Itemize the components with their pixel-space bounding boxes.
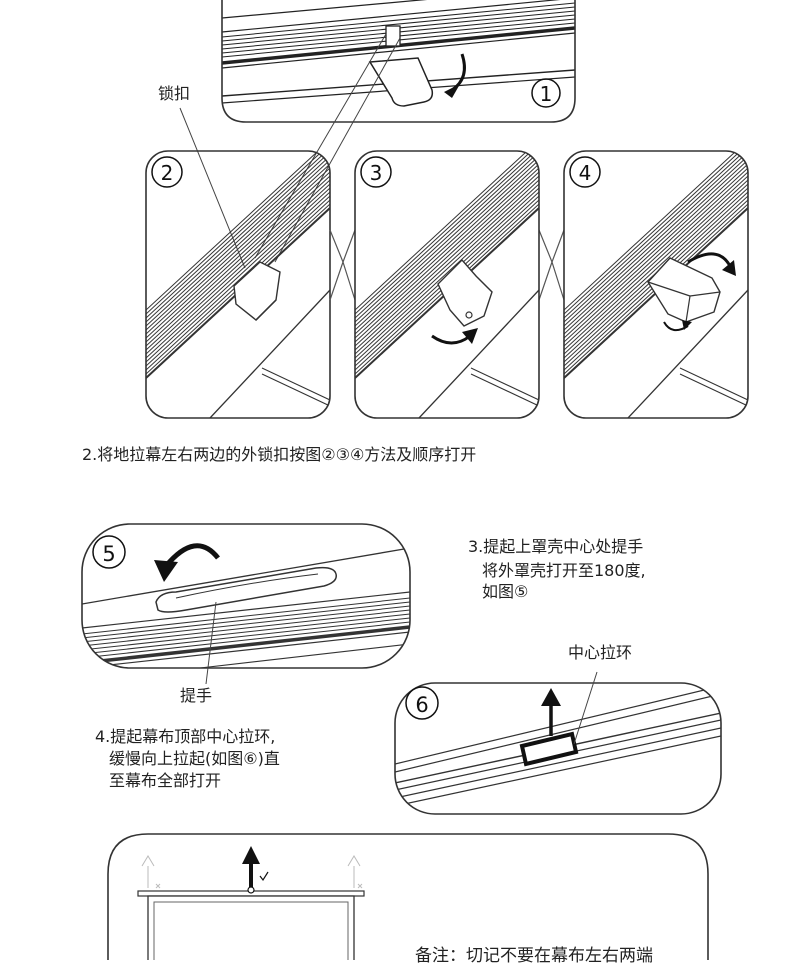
step3-instruction-line2: 将外罩壳打开至180度, <box>482 561 646 580</box>
svg-text:6: 6 <box>415 693 428 717</box>
svg-text:2: 2 <box>161 161 174 185</box>
panel-3: 3 <box>354 150 540 419</box>
svg-text:1: 1 <box>540 82 553 106</box>
step2-instruction: 2.将地拉幕左右两边的外锁扣按图②③④方法及顺序打开 <box>82 445 477 464</box>
svg-text:4: 4 <box>579 161 592 185</box>
step4-instruction-line1: 4.提起幕布顶部中心拉环, <box>95 727 276 746</box>
svg-text:5: 5 <box>102 542 115 566</box>
handle-label: 提手 <box>180 686 213 705</box>
step4-instruction-line2: 缓慢向上拉起(如图⑥)直 <box>109 749 280 768</box>
panel-1: 1 <box>221 0 576 123</box>
lock-label: 锁扣 <box>158 84 191 103</box>
panel-4: 4 <box>563 150 749 419</box>
panel-7 <box>107 833 709 960</box>
panel-6: 6 <box>394 671 722 815</box>
panel-connectors <box>329 229 565 301</box>
center-ring-label: 中心拉环 <box>568 643 633 662</box>
step4-instruction-line3: 至幕布全部打开 <box>109 771 222 790</box>
svg-text:3: 3 <box>370 161 383 185</box>
panel-5: 5 <box>81 523 411 685</box>
panel-2: 2 <box>145 150 331 419</box>
note-text: 备注：切记不要在幕布左右两端 <box>415 946 653 966</box>
step3-instruction-line3: 如图⑤ <box>482 582 529 601</box>
step3-instruction-line1: 3.提起上罩壳中心处提手 <box>468 537 644 556</box>
